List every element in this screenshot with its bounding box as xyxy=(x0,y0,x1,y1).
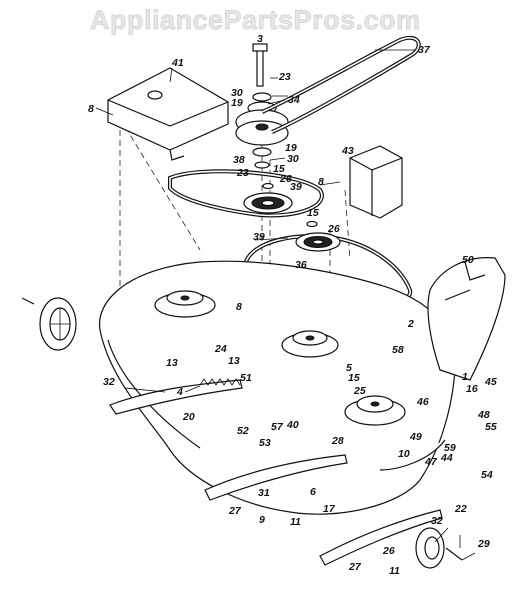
callout-23-upper: 23 xyxy=(278,71,291,83)
callout-28: 28 xyxy=(331,435,344,447)
callout-57: 57 xyxy=(271,421,284,433)
leader-lines xyxy=(95,49,476,561)
left-gauge-wheel xyxy=(21,297,77,351)
callout-15-lower: 15 xyxy=(348,372,360,384)
callout-9: 9 xyxy=(259,514,265,526)
callout-54: 54 xyxy=(481,469,493,481)
spindle-bolt xyxy=(252,43,268,87)
callout-11-upper: 11 xyxy=(290,516,301,528)
callout-20: 20 xyxy=(182,411,195,423)
callout-37: 37 xyxy=(418,44,431,56)
callout-13-left: 13 xyxy=(166,357,178,369)
callout-27-upper: 27 xyxy=(228,505,242,517)
upper-belt xyxy=(261,36,421,134)
blade-bottom-left xyxy=(204,454,348,501)
callout-49: 49 xyxy=(409,431,422,443)
blade-bottom-right xyxy=(319,509,443,566)
blade-left xyxy=(109,379,243,415)
callout-6: 6 xyxy=(310,486,316,498)
callout-8-upper-left: 8 xyxy=(88,103,94,115)
idler-pulley-upper xyxy=(243,182,293,214)
callout-52: 52 xyxy=(237,425,249,437)
callout-19-mid: 19 xyxy=(285,142,297,154)
callout-19-upper: 19 xyxy=(231,97,243,109)
callout-3: 3 xyxy=(257,33,263,45)
callout-30-mid: 30 xyxy=(287,153,299,165)
callout-30-upper: 30 xyxy=(231,87,243,99)
callout-11-lower: 11 xyxy=(389,565,400,577)
callout-55: 55 xyxy=(485,421,497,433)
callout-32-right: 32 xyxy=(431,515,443,527)
callout-32-left: 32 xyxy=(103,376,115,388)
callout-44: 44 xyxy=(440,452,453,464)
callout-59: 59 xyxy=(444,442,456,454)
left-spindle xyxy=(154,290,216,318)
callout-40: 40 xyxy=(286,419,299,431)
right-gauge-wheel xyxy=(415,527,463,569)
callout-2: 2 xyxy=(407,318,414,330)
callout-39-lower: 39 xyxy=(253,231,265,243)
center-spindle xyxy=(281,330,339,358)
callout-45: 45 xyxy=(484,376,497,388)
callout-34: 34 xyxy=(288,94,300,106)
callout-4: 4 xyxy=(176,386,183,398)
callout-8-deck: 8 xyxy=(236,301,242,313)
callout-58: 58 xyxy=(392,344,404,356)
belt-cover-left xyxy=(107,67,229,161)
callout-47: 47 xyxy=(424,456,438,468)
callout-27-lower: 27 xyxy=(348,561,362,573)
callout-38: 38 xyxy=(233,154,245,166)
callout-26-lower: 26 xyxy=(382,545,395,557)
tension-spring xyxy=(199,378,241,386)
callout-8-right: 8 xyxy=(318,176,324,188)
callout-46: 46 xyxy=(416,396,429,408)
right-spindle xyxy=(344,395,406,426)
callout-25: 25 xyxy=(353,385,366,397)
callout-10: 10 xyxy=(398,448,410,460)
callout-23-mid: 23 xyxy=(236,167,249,179)
callout-16: 16 xyxy=(466,383,478,395)
callout-17: 17 xyxy=(323,503,336,515)
callout-labels: 3 37 41 8 23 30 19 34 38 19 30 23 15 26 … xyxy=(88,33,497,577)
callout-41: 41 xyxy=(171,57,184,69)
callout-51: 51 xyxy=(240,372,252,384)
callout-50: 50 xyxy=(462,254,474,266)
callout-36: 36 xyxy=(295,259,307,271)
belt-cover-right xyxy=(349,145,403,219)
callout-39-upper: 39 xyxy=(290,181,302,193)
idler-pulley-lower xyxy=(295,220,341,252)
discharge-chute xyxy=(427,257,506,381)
callout-22: 22 xyxy=(454,503,467,515)
callout-15-mid: 15 xyxy=(307,207,319,219)
callout-15-upper: 15 xyxy=(273,163,285,175)
callout-24: 24 xyxy=(214,343,227,355)
callout-13-center: 13 xyxy=(228,355,240,367)
callout-26-mid: 26 xyxy=(327,223,340,235)
callout-43: 43 xyxy=(341,145,354,157)
watermark-text: AppliancePartsPros.com xyxy=(90,5,421,35)
callout-53: 53 xyxy=(259,437,271,449)
callout-48: 48 xyxy=(477,409,490,421)
callout-29: 29 xyxy=(477,538,490,550)
callout-1: 1 xyxy=(462,371,468,383)
callout-5: 5 xyxy=(346,362,352,374)
callout-26-upper: 26 xyxy=(279,173,292,185)
callout-31: 31 xyxy=(258,487,270,499)
idler-belt xyxy=(168,169,324,218)
